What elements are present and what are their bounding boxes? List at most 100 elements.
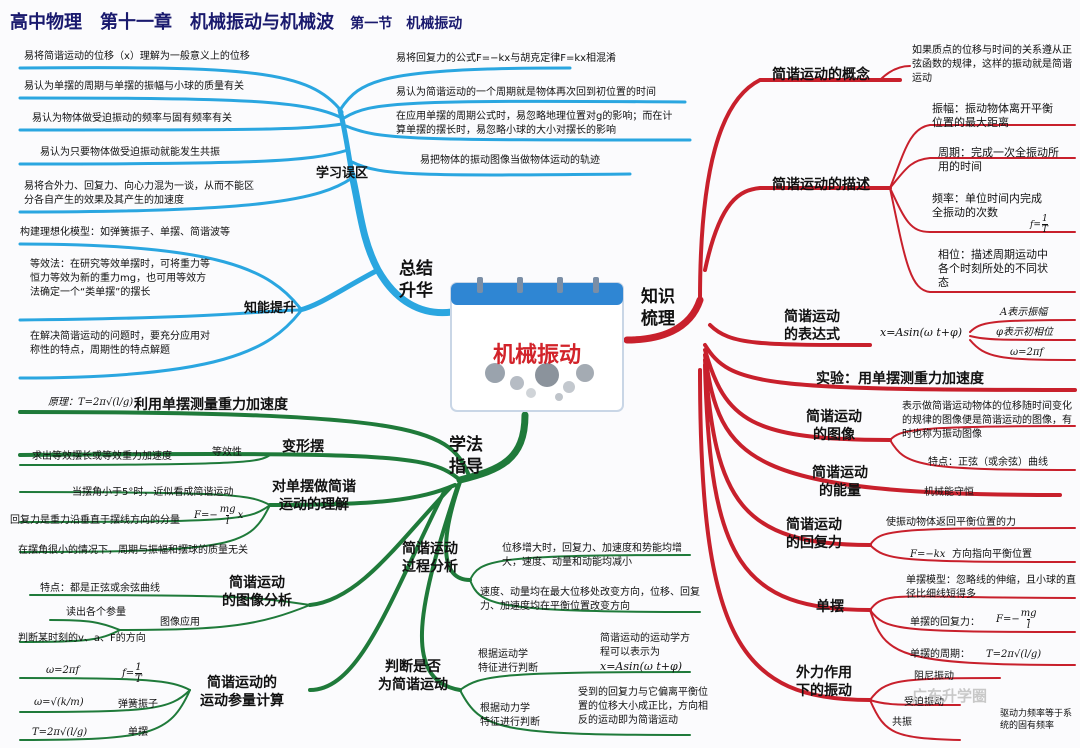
- params-label: 简谐运动的 运动参量计算: [200, 675, 284, 709]
- forced-label: 外力作用 下的振动: [796, 665, 852, 699]
- red-expr-1: [969, 319, 1076, 333]
- hub-knowledge: 知识 梳理: [641, 287, 675, 329]
- judge-dyn-label: 根据动力学 特征进行判断: [480, 703, 540, 728]
- green-graph-2: [119, 604, 311, 631]
- ability-item: 等效法：在研究等效单摆时，可将重力等恒力等效为新的重力mg，也可用等效方法确定一…: [30, 259, 210, 298]
- green-under-2: [19, 504, 271, 523]
- red-forced-2: [869, 699, 961, 706]
- blue-link-7: [342, 99, 687, 120]
- red-pend-3: [869, 609, 1076, 666]
- params-frequency-lhs: f=: [122, 668, 135, 679]
- pendulum-label: 单摆: [816, 599, 844, 615]
- green-param-2: [19, 689, 191, 713]
- graph-text: 表示做简谐运动物体的位移随时间变化的规律的图像便是简谐运动的图像，有时也称为振动…: [902, 401, 1072, 440]
- description-item: 振幅：振动物体离开平衡位置的最大距离: [932, 102, 1053, 129]
- experiment-label: 实验：用单摆测重力加速度: [816, 371, 984, 387]
- graph-feature: 特点：正弦（或余弦）曲线: [928, 457, 1048, 468]
- green-param: [308, 488, 447, 692]
- blue-link-8: [344, 124, 692, 142]
- description-item: 周期：完成一次全振动所用的时间: [938, 146, 1059, 173]
- green-graph-1: [29, 594, 311, 606]
- judge-kin-formula: x=Asin(ω t+φ): [600, 660, 683, 673]
- blue-ability-1: [18, 242, 302, 310]
- params-spring: 弹簧振子: [118, 699, 158, 710]
- misconception-item: 在应用单摆的周期公式时，易忽略地理位置对g的影响；而在计算单摆的摆长时，易忽略小…: [396, 111, 673, 136]
- red-pend: [703, 363, 872, 612]
- central-topic: 机械振动: [447, 275, 627, 415]
- red-forced: [698, 368, 872, 702]
- forced-note: 驱动力频率等于系统的固有频率: [1000, 709, 1073, 731]
- forced-item: 受迫振动: [904, 697, 944, 708]
- params-pend-formula: T=2π√(l/g): [32, 727, 88, 738]
- red-expr: [708, 323, 872, 347]
- green-exp: [18, 410, 472, 480]
- blue-ability-2: [18, 308, 302, 322]
- hub-method: 学法 指导: [449, 435, 483, 477]
- pendulum-period-formula: T=2π√(l/g): [986, 649, 1042, 660]
- understanding-formula-tail: x: [237, 510, 244, 521]
- page-title: 高中物理 第十一章 机械振动与机械波 第一节 机械振动: [10, 8, 462, 34]
- red-restore-2: [869, 544, 1076, 563]
- misconception-item: 易认为单摆的周期与单摆的振幅与小球的质量有关: [24, 81, 244, 92]
- forced-item: 阻尼振动: [914, 671, 954, 682]
- pendulum-restoring-fraction: mg l: [1021, 608, 1037, 631]
- judge-kin-text: 简谐运动的运动学方程可以表示为: [600, 633, 690, 658]
- green-graph-4: [19, 629, 121, 643]
- pendulum-restoring-denominator: l: [1027, 619, 1031, 631]
- green-graph: [308, 486, 452, 607]
- frequency-formula-lhs: f=: [1030, 219, 1041, 230]
- restoring-label: 简谐运动 的回复力: [786, 517, 842, 551]
- graph-analysis-feature: 特点：都是正弦或余弦曲线: [40, 583, 160, 594]
- frequency-formula-denominator: T: [1041, 224, 1048, 235]
- deformed-equiv: 等效性: [212, 447, 242, 458]
- deformed-label: 变形摆: [282, 439, 324, 455]
- pendulum-restoring-lhs: F=−: [996, 614, 1020, 625]
- green-under-3: [19, 504, 271, 553]
- concept-text: 如果质点的位移与时间的关系遵从正弦函数的规律，这样的振动就是简谐运动: [912, 45, 1072, 84]
- blue-misconception-hub: [337, 107, 355, 178]
- misconception-item: 易把物体的振动图像当做物体运动的轨迹: [420, 155, 600, 166]
- red-energy: [703, 353, 1062, 497]
- judge-dyn-text: 受到的回复力与它偏离平衡位置的位移大小成正比，方向相反的运动即为简谐运动: [578, 687, 708, 726]
- red-exp: [703, 343, 1077, 392]
- green-deform: [18, 452, 462, 482]
- ability-item: 构建理想化模型：如弹簧振子、单摆、简谐波等: [20, 227, 230, 238]
- understanding-item: 在摆角很小的情况下，周期与振幅和摆球的质量无关: [18, 545, 248, 556]
- misconception-label: 学习误区: [316, 166, 369, 181]
- graph-analysis-apply: 图像应用: [160, 617, 200, 628]
- red-graph: [703, 348, 892, 442]
- understanding-formula: F=− mg l x: [194, 504, 243, 527]
- params-frequency-numerator: 1: [135, 662, 142, 673]
- graph-analysis-item: 判断某时刻的v、a、F的方向: [18, 633, 146, 644]
- misconception-item: 易认为物体做受迫振动的频率与固有频率有关: [32, 113, 232, 124]
- frequency-formula-fraction: 1 T: [1041, 214, 1048, 235]
- green-param-3: [19, 689, 191, 741]
- params-spring-formula: ω=√(k/m): [34, 697, 84, 708]
- red-forced-3: [869, 699, 961, 741]
- misconception-item: 易将回复力的公式F=−kx与胡克定律F=kx相混淆: [396, 53, 617, 64]
- understanding-formula-fraction: mg l: [220, 504, 236, 527]
- description-item: 相位：描述周期运动中各个时刻所处的不同状态: [938, 248, 1048, 289]
- hub-summary: 总结 升华: [399, 259, 433, 301]
- green-process-1: [469, 554, 691, 581]
- green-judge: [419, 483, 462, 692]
- understanding-item: 回复力是重力沿垂直于摆线方向的分量: [10, 515, 180, 526]
- understanding-formula-numerator: mg: [219, 504, 236, 515]
- green-param-1: [19, 677, 191, 691]
- ability-label: 知能提升: [244, 301, 297, 316]
- params-frequency-formula: f= 1 T: [122, 662, 142, 685]
- green-graph-3: [49, 619, 121, 631]
- understanding-formula-lhs: F=−: [194, 510, 218, 521]
- params-frequency-denominator: T: [135, 673, 142, 685]
- red-pend-1: [869, 595, 1076, 611]
- params-pend: 单摆: [128, 727, 148, 738]
- judge-kin-label: 根据运动学 特征进行判断: [478, 649, 538, 674]
- red-graph-1: [889, 425, 1076, 441]
- process-item: 位移增大时，回复力、加速度和势能均增大，速度、动量和动能均减小: [502, 543, 682, 568]
- params-frequency-fraction: 1 T: [135, 662, 142, 685]
- pendulum-model: 单摆模型：忽略线的伸缩，且小球的直径比细线短得多: [906, 575, 1076, 600]
- misconception-item: 易认为只要物体做受迫振动就能发生共振: [40, 147, 220, 158]
- red-restore-1: [869, 527, 1076, 546]
- red-forced-1: [869, 677, 1001, 701]
